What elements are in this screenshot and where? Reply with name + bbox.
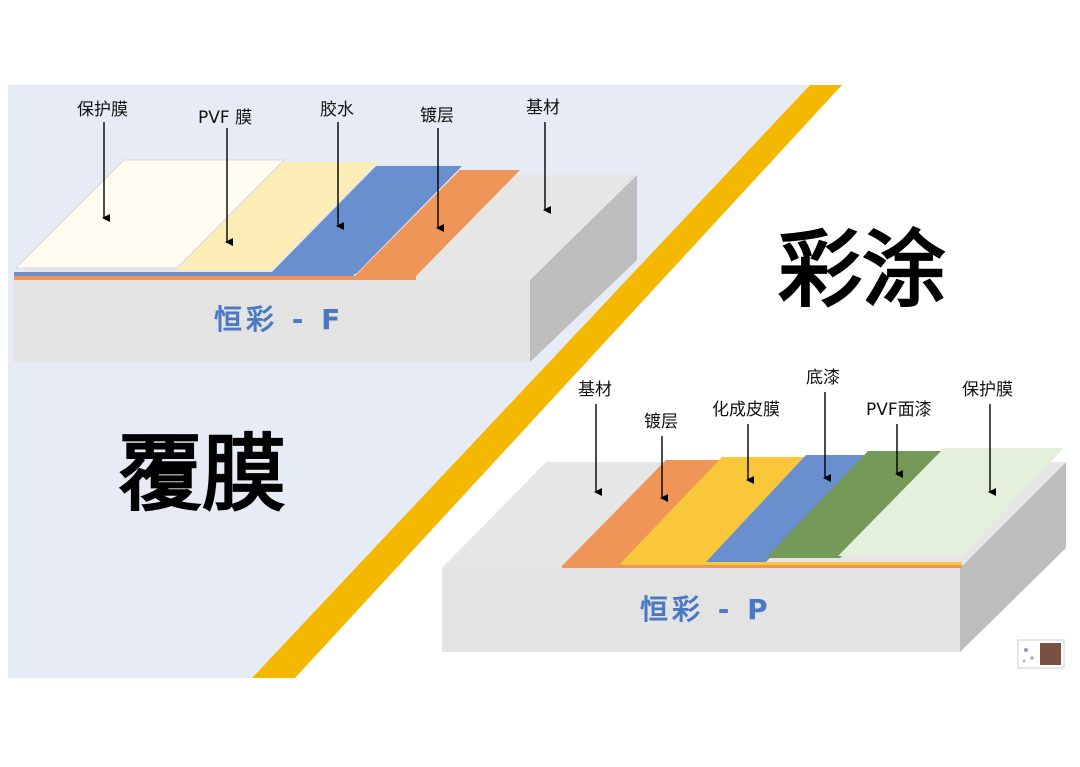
- p-label-plating: 镀层: [644, 412, 678, 432]
- f-label-protective-film: 保护膜: [77, 100, 128, 120]
- p-layer-conversion: [620, 457, 806, 564]
- p-label-pvf-topcoat: PVF面漆: [866, 400, 932, 420]
- p-substrate-front: [442, 568, 960, 652]
- p-label-primer: 底漆: [806, 368, 840, 388]
- p-substrate-side: [960, 462, 1066, 652]
- f-film-edge-orange: [14, 276, 416, 280]
- p-layer-plating: [562, 460, 720, 566]
- f-substrate-side: [530, 175, 637, 362]
- film-title: 覆膜: [118, 425, 287, 523]
- f-label-pvf-film: PVF 膜: [198, 108, 253, 128]
- divider-stripe: [252, 85, 842, 678]
- p-label-conversion-film: 化成皮膜: [712, 400, 780, 420]
- f-label-plating: 镀层: [420, 106, 454, 126]
- p-edge-conversion: [620, 562, 962, 565]
- p-layer-protective: [838, 448, 1064, 556]
- f-label-glue: 胶水: [320, 100, 354, 120]
- p-label-protective-film: 保护膜: [962, 380, 1013, 400]
- f-substrate-front: [14, 280, 530, 362]
- f-product-name: 恒彩 - F: [214, 303, 345, 336]
- f-film-edge-blue: [14, 272, 354, 276]
- f-layer-protective: [14, 159, 286, 269]
- thumbnail-icon: [1017, 639, 1065, 669]
- p-edge-plating: [562, 565, 962, 568]
- f-layer-glue: [270, 166, 462, 274]
- coat-title: 彩涂: [778, 221, 947, 319]
- f-label-substrate: 基材: [526, 98, 560, 118]
- p-label-substrate: 基材: [578, 380, 612, 400]
- p-product-name: 恒彩 - P: [640, 593, 772, 626]
